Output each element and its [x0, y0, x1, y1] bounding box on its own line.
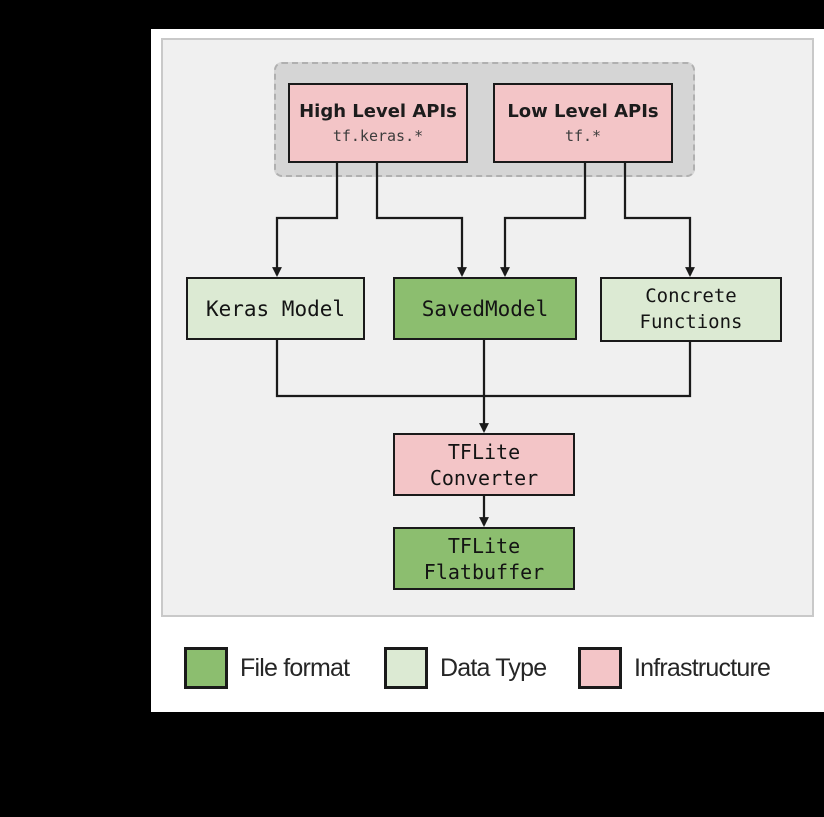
node-tflite-flatbuffer: TFLite Flatbuffer [393, 527, 575, 590]
data-type-label: Data Type [440, 653, 547, 682]
node-concrete-functions: Concrete Functions [600, 277, 782, 342]
node-keras-model: Keras Model [186, 277, 365, 340]
tflite-converter-line1: TFLite [447, 439, 521, 464]
node-low-level-apis: Low Level APIs tf.* [493, 83, 673, 163]
low-level-apis-code: tf.* [564, 126, 602, 145]
legend-item-infrastructure: Infrastructure [578, 647, 771, 689]
file-format-label: File format [240, 653, 350, 682]
node-saved-model: SavedModel [393, 277, 577, 340]
tflite-converter-line2: Converter [429, 465, 539, 490]
tflite-flatbuffer-line1: TFLite [447, 533, 521, 558]
legend: File format Data Type Infrastructure [151, 647, 824, 707]
legend-item-file-format: File format [184, 647, 350, 689]
concrete-functions-line2: Functions [639, 310, 743, 333]
keras-model-label: Keras Model [205, 296, 346, 321]
node-tflite-converter: TFLite Converter [393, 433, 575, 496]
saved-model-label: SavedModel [421, 296, 549, 321]
tflite-flatbuffer-line2: Flatbuffer [423, 559, 545, 584]
legend-item-data-type: Data Type [384, 647, 547, 689]
low-level-apis-title: Low Level APIs [507, 101, 659, 123]
high-level-apis-code: tf.keras.* [332, 126, 424, 145]
infrastructure-swatch [578, 647, 622, 689]
data-type-swatch [384, 647, 428, 689]
node-high-level-apis: High Level APIs tf.keras.* [288, 83, 468, 163]
concrete-functions-line1: Concrete [645, 284, 737, 307]
diagram-page: High Level APIs tf.keras.* Low Level API… [151, 29, 824, 712]
infrastructure-label: Infrastructure [634, 653, 771, 682]
file-format-swatch [184, 647, 228, 689]
high-level-apis-title: High Level APIs [299, 101, 457, 123]
